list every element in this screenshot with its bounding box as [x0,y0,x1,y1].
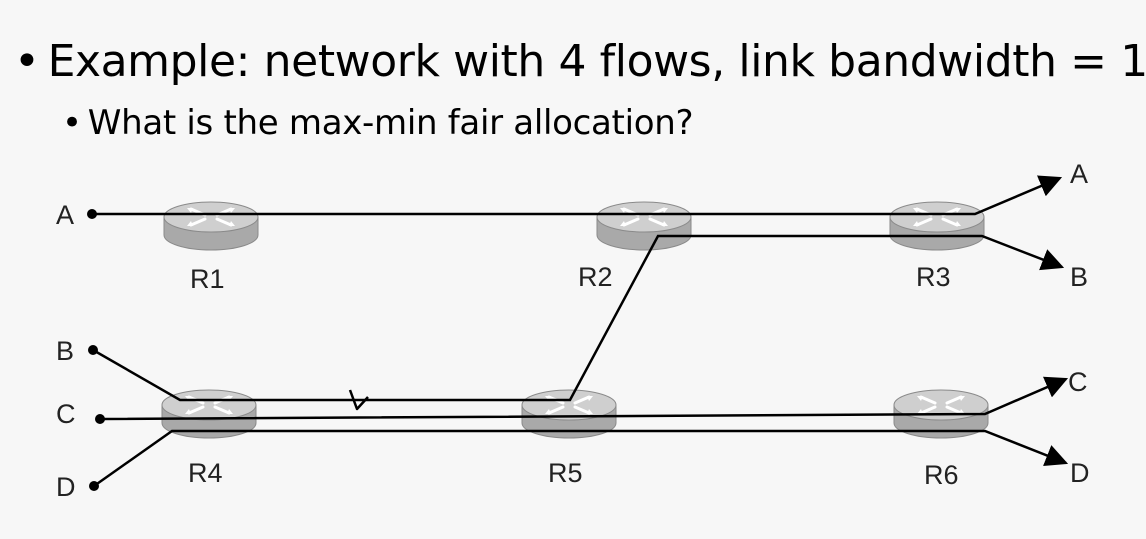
source-b-dot [88,345,98,355]
router-label-r3: R3 [916,262,951,292]
bullet-2-text: What is the max-min fair allocation? [87,103,694,143]
dest-label-b: B [1070,262,1088,292]
router-r1-icon [162,200,260,252]
source-label-d: D [56,472,76,502]
link-tick-marker [348,389,369,411]
flow-a-path [92,175,1063,216]
bullet-icon: • [14,36,40,87]
source-c-dot [95,414,105,424]
slide-bullet-1: • Example: network with 4 flows, link ba… [14,36,1146,87]
router-label-r1: R1 [190,264,225,294]
router-label-r6: R6 [924,460,959,490]
router-r2-icon [595,200,693,252]
dest-label-a: A [1070,159,1088,189]
router-label-r5: R5 [548,458,583,488]
dest-label-c: C [1068,367,1088,397]
source-label-b: B [56,336,74,366]
bullet-1-text: Example: network with 4 flows, link band… [47,36,1146,87]
router-r3-icon [888,200,986,252]
sub-bullet-icon: • [62,103,82,143]
router-label-r2: R2 [578,262,613,292]
source-d-dot [89,481,99,491]
source-label-c: C [56,399,76,429]
source-a-dot [87,209,97,219]
flow-d-path [93,429,1069,488]
slide-bullet-2: • What is the max-min fair allocation? [62,103,694,143]
flow-c-path [99,376,1069,421]
flow-b-path [92,234,1065,402]
router-label-r4: R4 [188,458,223,488]
dest-label-d: D [1070,458,1090,488]
source-label-a: A [56,200,74,230]
